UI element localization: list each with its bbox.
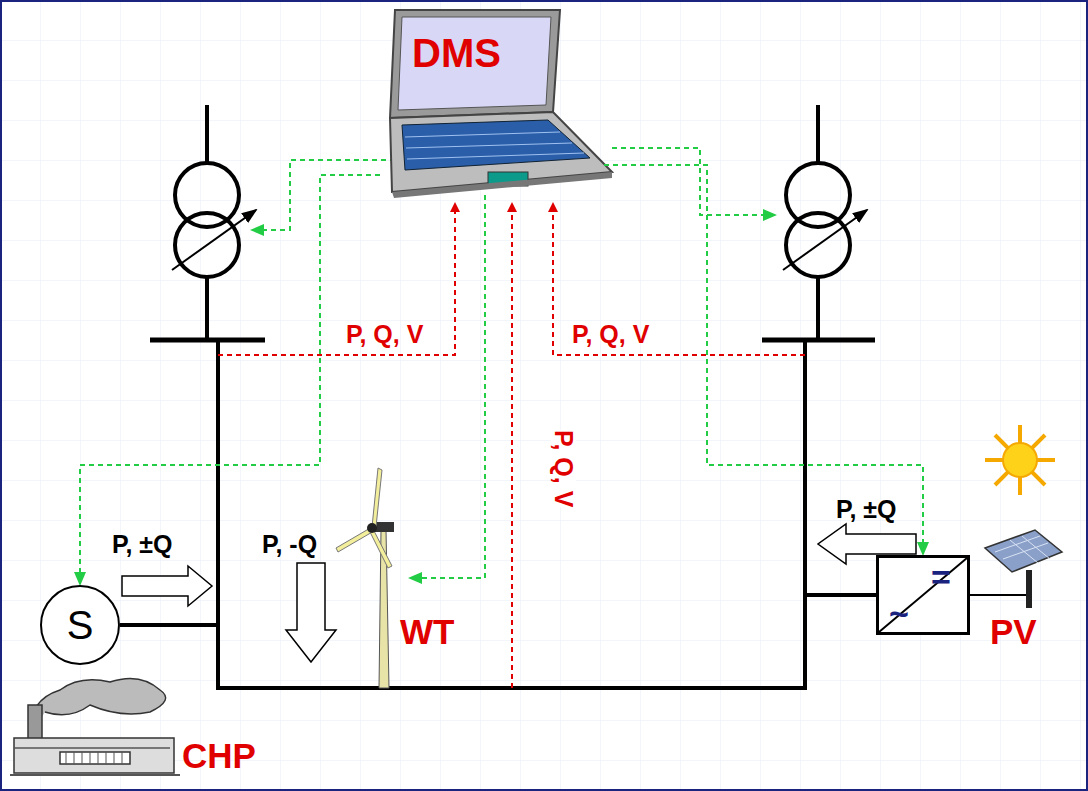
control-lines [252, 148, 775, 578]
control-connector [604, 165, 923, 554]
unit-name: CHP [182, 738, 256, 773]
node-text: DMS [412, 33, 501, 73]
power-arrows [122, 524, 916, 662]
inverter-box: =~ [876, 555, 970, 635]
unit-name: WT [400, 614, 454, 649]
chp-factory [10, 678, 180, 775]
control-connector [80, 175, 380, 584]
node-text: ~ [889, 596, 909, 630]
measurement-label: P, Q, V [346, 322, 423, 347]
wind-turbine [336, 468, 394, 688]
node-text: = [931, 560, 951, 594]
power-flow-label: P, -Q [262, 532, 317, 557]
sun [985, 425, 1055, 495]
generator-circle: S [40, 585, 120, 665]
dms-laptop: DMS [372, 5, 612, 197]
solar-panel [985, 530, 1062, 608]
measurement-lines [218, 204, 805, 688]
laptop [390, 10, 612, 198]
measurement-label: P, Q, V [572, 322, 649, 347]
transformer-right [762, 105, 875, 340]
feeder-lines [120, 340, 1030, 688]
unit-name: PV [990, 614, 1037, 649]
power-flow-label: P, ±Q [836, 497, 897, 522]
node-text: S [42, 605, 118, 645]
transformer-left [150, 105, 265, 340]
measurement-label: P, Q, V [551, 430, 576, 507]
power-flow-label: P, ±Q [112, 532, 173, 557]
